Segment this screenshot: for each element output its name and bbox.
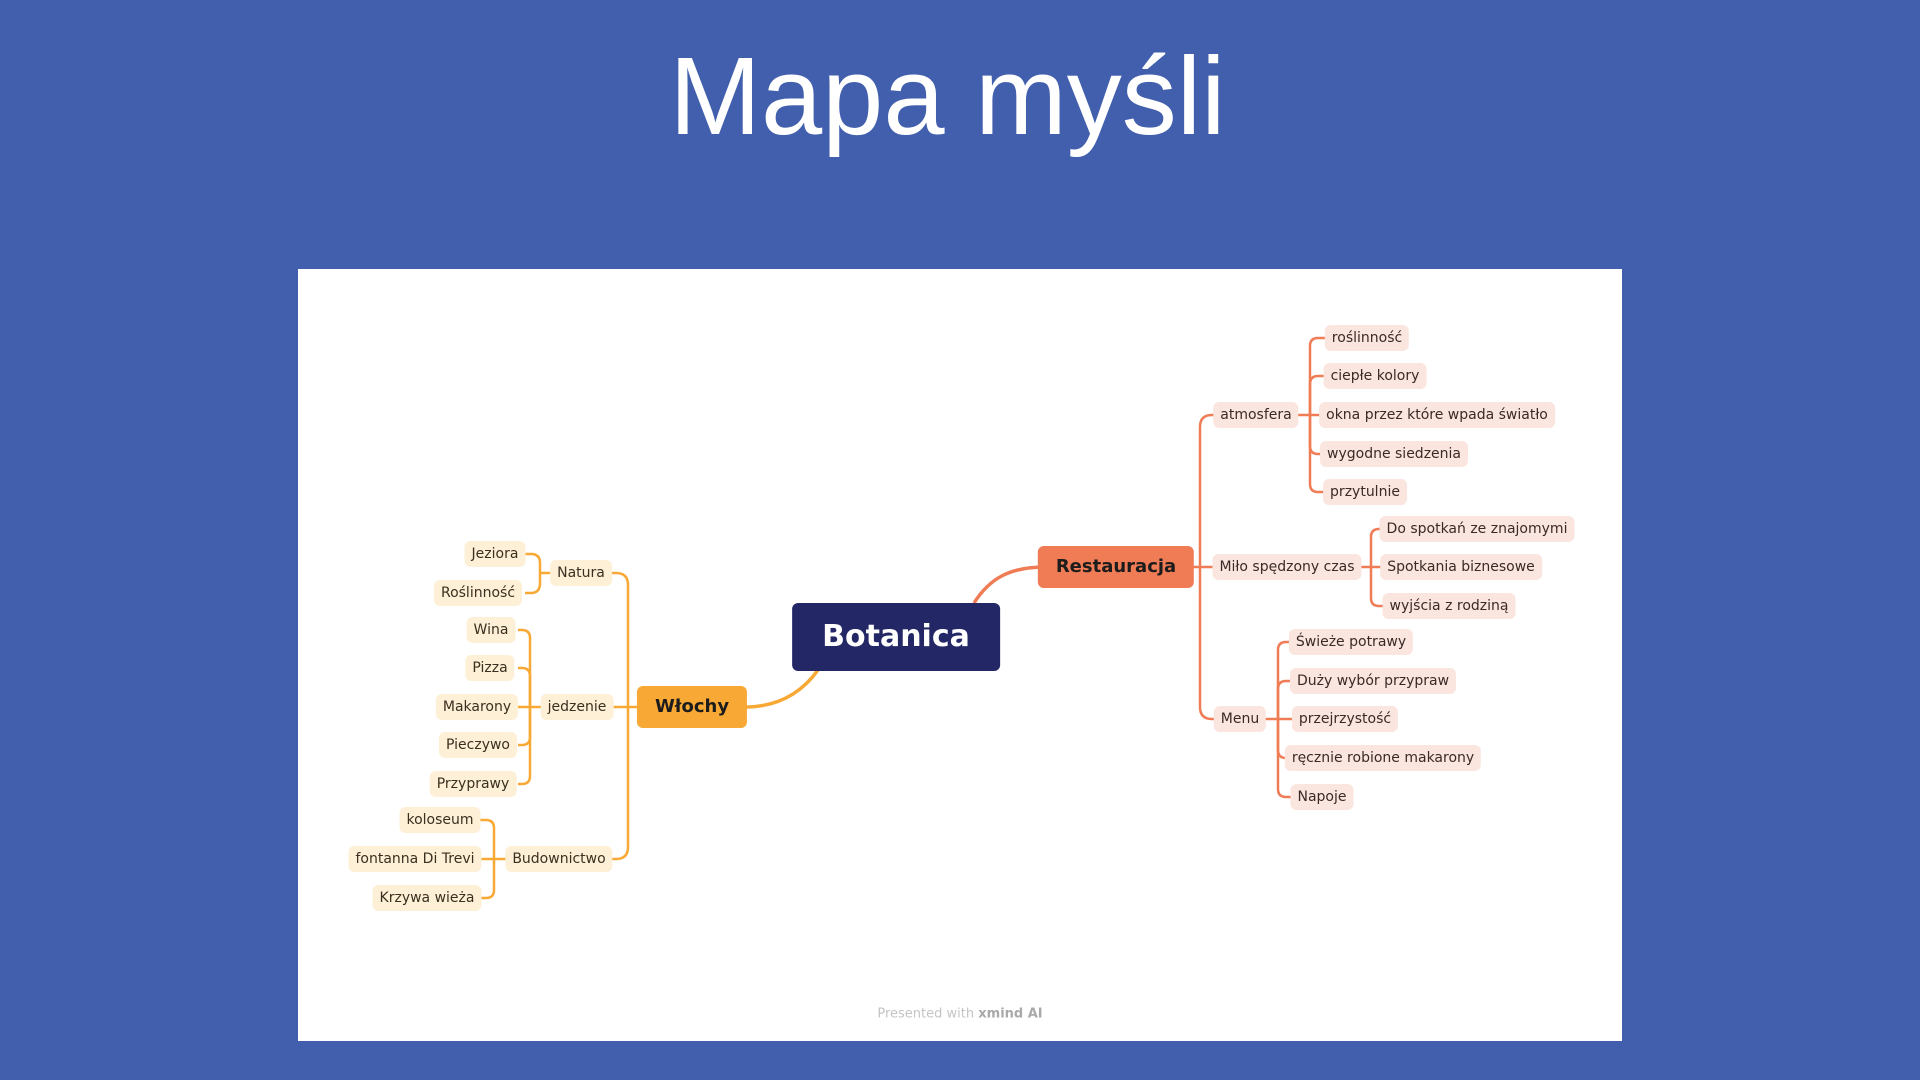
presented-with-footer: Presented with xmind AI	[877, 1007, 1042, 1022]
node-okna[interactable]: okna przez które wpada światło	[1319, 402, 1555, 428]
node-przyprawy[interactable]: Przyprawy	[429, 771, 517, 797]
node-wina[interactable]: Wina	[466, 617, 516, 643]
node-wygodne-siedzenia[interactable]: wygodne siedzenia	[1320, 441, 1468, 467]
mindmap-root[interactable]: Botanica	[792, 603, 1000, 671]
node-natura[interactable]: Natura	[550, 560, 612, 586]
node-fontanna-di-trevi[interactable]: fontanna Di Trevi	[348, 846, 482, 872]
branch-restauracja[interactable]: Restauracja	[1037, 546, 1195, 588]
node-cieple-kolory[interactable]: ciepłe kolory	[1323, 363, 1427, 389]
footer-brand: xmind AI	[978, 1006, 1043, 1022]
node-spotkania-biznesowe[interactable]: Spotkania biznesowe	[1380, 554, 1542, 580]
node-swieze-potrawy[interactable]: Świeże potrawy	[1288, 629, 1414, 655]
node-duzy-wybor-przypraw[interactable]: Duży wybór przypraw	[1289, 668, 1457, 694]
node-przejrzystosc[interactable]: przejrzystość	[1291, 706, 1399, 732]
node-makarony[interactable]: Makarony	[435, 694, 519, 720]
node-koloseum[interactable]: koloseum	[399, 807, 481, 833]
node-roslinnosc-atmosfera[interactable]: roślinność	[1324, 325, 1410, 351]
branch-wlochy[interactable]: Włochy	[636, 686, 748, 728]
node-do-spotkan[interactable]: Do spotkań ze znajomymi	[1379, 516, 1575, 542]
node-pieczywo[interactable]: Pieczywo	[439, 732, 517, 758]
node-krzywa-wieza[interactable]: Krzywa wieża	[372, 885, 482, 911]
node-milo-spedzony-czas[interactable]: Miło spędzony czas	[1212, 554, 1362, 580]
node-napoje[interactable]: Napoje	[1290, 784, 1354, 810]
node-menu[interactable]: Menu	[1213, 706, 1267, 732]
slide-title: Mapa myśli	[669, 35, 1226, 158]
node-jedzenie[interactable]: jedzenie	[540, 694, 614, 720]
node-jeziora[interactable]: Jeziora	[464, 541, 526, 567]
node-roslinnosc-natura[interactable]: Roślinność	[433, 580, 523, 606]
node-przytulnie[interactable]: przytulnie	[1323, 479, 1407, 505]
node-budownictwo[interactable]: Budownictwo	[505, 846, 613, 872]
node-atmosfera[interactable]: atmosfera	[1213, 402, 1299, 428]
node-recznie-robione-makarony[interactable]: ręcznie robione makarony	[1284, 745, 1482, 771]
footer-prefix: Presented with	[877, 1006, 975, 1022]
node-wyjscia-z-rodzina[interactable]: wyjścia z rodziną	[1382, 593, 1516, 619]
node-pizza[interactable]: Pizza	[465, 655, 515, 681]
